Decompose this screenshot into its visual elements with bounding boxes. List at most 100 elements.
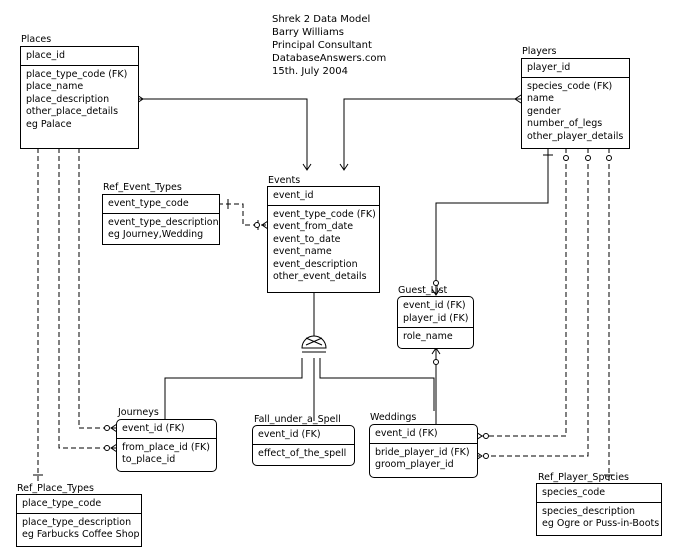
- entity-attribute: eg Palace: [26, 118, 72, 130]
- rel-event-types-events: [218, 203, 268, 226]
- entity-pk-section: event_id (FK): [253, 426, 354, 445]
- entity-pk-section: event_id (FK): [370, 425, 477, 444]
- entity-attribute: place_id: [26, 50, 65, 61]
- entity-attribute: eg Farbucks Coffee Shop: [22, 529, 140, 540]
- optional-circle-icon: [104, 425, 110, 431]
- entity-ref-player-species[interactable]: species_code species_description eg Ogre…: [536, 483, 662, 536]
- entity-attribute: other_place_details: [26, 106, 119, 117]
- entity-pk-section: place_type_code: [17, 495, 141, 514]
- crowfoot-icon: [136, 94, 144, 104]
- entity-events[interactable]: event_id event_type_code (FK) event_from…: [267, 186, 380, 293]
- entity-pk-section: player_id: [522, 59, 629, 78]
- entity-attribute: event_id: [273, 190, 314, 201]
- entity-attrs-section: effect_of_the_spell: [253, 445, 354, 463]
- crowfoot-icon: [431, 288, 441, 296]
- header-line: DatabaseAnswers.com: [272, 53, 387, 64]
- entity-pk-section: event_id (FK): [117, 420, 216, 439]
- optional-circle-icon: [483, 433, 489, 439]
- optional-circle-icon: [104, 445, 110, 451]
- entity-attrs-section: from_place_id (FK) to_place_id: [117, 439, 216, 469]
- entity-attribute: effect_of_the_spell: [258, 447, 347, 459]
- optional-circle-icon: [585, 155, 591, 161]
- entity-ref-event-types[interactable]: event_type_code event_type_description e…: [102, 194, 220, 245]
- entity-journeys[interactable]: event_id (FK) from_place_id (FK) to_plac…: [116, 419, 217, 472]
- entity-attrs-section: place_type_description eg Farbucks Coffe…: [17, 514, 141, 544]
- entity-attribute: to_place_id: [122, 454, 176, 465]
- entity-title-guest-list: Guest_List: [398, 285, 448, 296]
- crowfoot-icon: [475, 431, 483, 441]
- rel-places-journeys-from: [58, 148, 117, 449]
- entity-attribute: event_type_code: [108, 198, 189, 209]
- entity-attribute: player_id (FK): [403, 312, 469, 324]
- entity-attribute: other_event_details: [273, 271, 367, 282]
- optional-circle-icon: [563, 155, 569, 161]
- entity-attribute: event_id (FK): [403, 300, 466, 311]
- crowfoot-icon: [339, 163, 349, 171]
- entity-attribute: name: [527, 93, 554, 104]
- entity-attrs-section: event_type_code (FK) event_from_date eve…: [268, 206, 379, 286]
- rel-players-events: [343, 98, 521, 170]
- crowfoot-icon: [110, 423, 118, 433]
- crowfoot-icon: [475, 451, 483, 461]
- optional-circle-icon: [433, 280, 439, 286]
- entity-attribute: event_type_description: [108, 216, 219, 228]
- entity-attribute: species_code: [542, 487, 606, 498]
- entity-attribute: groom_player_id: [375, 459, 454, 470]
- crowfoot-icon: [302, 163, 312, 171]
- entity-pk-section: event_id (FK) player_id (FK): [398, 297, 473, 328]
- entity-attrs-section: role_name: [398, 328, 473, 346]
- rel-players-guestlist: [435, 148, 549, 295]
- entity-attribute: place_type_description: [22, 516, 132, 528]
- header-line: 15th. July 2004: [272, 66, 348, 77]
- entity-attribute: eg Journey,Wedding: [108, 229, 204, 240]
- entity-pk-section: place_id: [21, 47, 138, 66]
- entity-attribute: number_of_legs: [527, 118, 603, 129]
- entity-attribute: place_type_code: [22, 498, 102, 509]
- entity-title-ref-player-species: Ref_Player_Species: [538, 472, 629, 483]
- entity-attribute: player_id: [527, 62, 571, 73]
- entity-title-ref-event-types: Ref_Event_Types: [103, 182, 182, 193]
- entity-places[interactable]: place_id place_type_code (FK) place_name…: [20, 46, 139, 149]
- entity-attribute: place_description: [26, 93, 110, 105]
- entity-pk-section: event_type_code: [103, 195, 219, 214]
- optional-circle-icon: [483, 453, 489, 459]
- entity-attribute: event_from_date: [273, 221, 354, 232]
- entity-title-places: Places: [21, 34, 52, 45]
- entity-attribute: bride_player_id (FK): [375, 446, 470, 458]
- entity-title-weddings: Weddings: [370, 412, 417, 423]
- entity-pk-section: event_id: [268, 187, 379, 206]
- entity-weddings[interactable]: event_id (FK) bride_player_id (FK) groom…: [369, 424, 478, 478]
- rel-players-weddings-groom: [476, 148, 589, 457]
- crowfoot-icon: [261, 220, 269, 230]
- entity-attribute: place_name: [26, 81, 84, 92]
- entity-attribute: role_name: [403, 331, 453, 342]
- crowfoot-icon: [514, 94, 522, 104]
- entity-title-ref-place-types: Ref_Place_Types: [17, 483, 94, 494]
- entity-attribute: eg Ogre or Puss-in-Boots: [542, 518, 660, 529]
- entity-attribute: species_code (FK): [527, 80, 613, 92]
- rel-subtype-weddings: [319, 358, 435, 411]
- entity-attribute: event_id (FK): [258, 429, 321, 440]
- entity-attribute: species_description: [542, 505, 636, 517]
- entity-attrs-section: species_description eg Ogre or Puss-in-B…: [537, 503, 661, 533]
- entity-attrs-section: bride_player_id (FK) groom_player_id: [370, 444, 477, 474]
- entity-title-journeys: Journeys: [118, 407, 159, 418]
- optional-circle-icon: [606, 155, 612, 161]
- header-line: Shrek 2 Data Model: [272, 14, 371, 25]
- entity-attrs-section: species_code (FK) name gender number_of_…: [522, 78, 629, 146]
- entity-attribute: event_name: [273, 246, 332, 257]
- entity-ref-place-types[interactable]: place_type_code place_type_description e…: [16, 494, 142, 547]
- entity-attribute: other_player_details: [527, 130, 624, 142]
- header-line: Principal Consultant: [272, 40, 372, 51]
- entity-players[interactable]: player_id species_code (FK) name gender …: [521, 58, 630, 149]
- entity-title-events: Events: [268, 175, 301, 186]
- entity-attribute: event_description: [273, 258, 358, 270]
- rel-places-events: [137, 98, 308, 170]
- entity-attribute: event_to_date: [273, 233, 341, 245]
- header-line: Barry Williams: [272, 27, 344, 38]
- entity-guest-list[interactable]: event_id (FK) player_id (FK) role_name: [397, 296, 474, 349]
- entity-fall-under-a-spell[interactable]: event_id (FK) effect_of_the_spell: [252, 425, 355, 466]
- rel-subtype-journeys: [164, 358, 303, 422]
